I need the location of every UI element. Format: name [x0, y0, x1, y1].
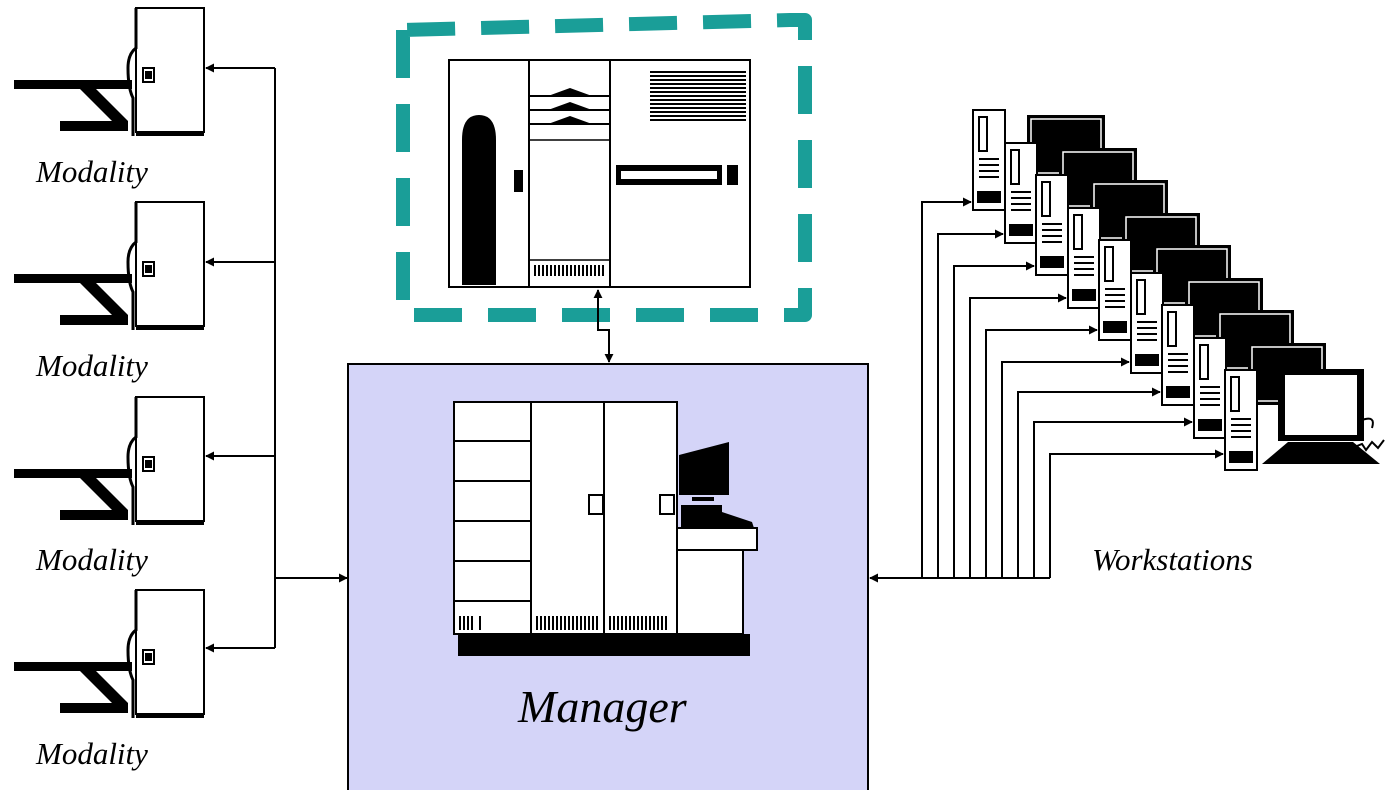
modality-device-1 [14, 8, 204, 136]
modality-device-4 [14, 590, 204, 718]
modality-bus [206, 68, 347, 648]
modality-label-3: Modality [36, 544, 148, 575]
workstations-label: Workstations [1092, 544, 1253, 575]
archive-manager-link [598, 290, 609, 362]
workstation-9 [1225, 369, 1384, 470]
modality-label-1: Modality [36, 156, 148, 187]
modality-device-2 [14, 202, 204, 330]
manager-label: Manager [518, 684, 687, 730]
modality-device-3 [14, 397, 204, 525]
modality-label-4: Modality [36, 738, 148, 769]
archive-device [449, 60, 750, 287]
modality-label-2: Modality [36, 350, 148, 381]
